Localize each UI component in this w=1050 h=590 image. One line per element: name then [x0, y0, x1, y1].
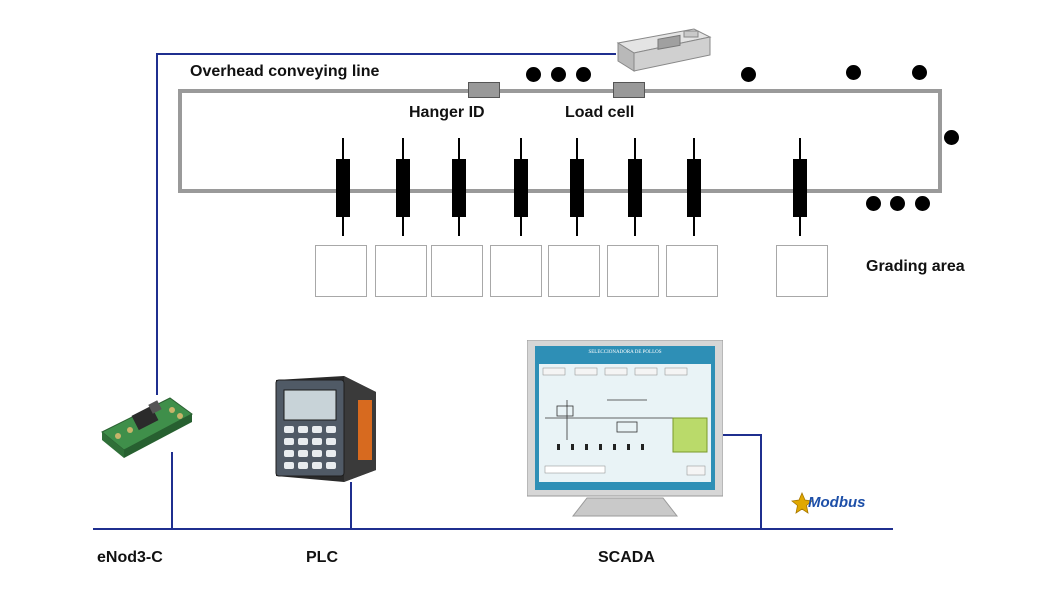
item-dot — [576, 67, 591, 82]
item-dot — [912, 65, 927, 80]
hanger — [793, 159, 807, 217]
item-dot — [526, 67, 541, 82]
grading-bin — [375, 245, 427, 297]
hanger — [396, 159, 410, 217]
overhead-line-label: Overhead conveying line — [190, 63, 380, 80]
hanger — [514, 159, 528, 217]
item-dot — [846, 65, 861, 80]
scada-wire-horizontal — [722, 434, 762, 436]
item-dot — [866, 196, 881, 211]
load-cell-device — [614, 25, 712, 75]
modbus-star-icon — [791, 492, 813, 514]
hanger-id-reader — [468, 82, 500, 98]
load-cell-label: Load cell — [565, 104, 635, 121]
grading-area-label: Grading area — [866, 258, 965, 275]
scada-monitor: SELECCIONADORA DE POLLOS — [526, 339, 724, 520]
scada-bus-wire — [760, 434, 762, 529]
grading-bin — [315, 245, 367, 297]
plc-device — [272, 370, 382, 484]
hanger — [628, 159, 642, 217]
hanger — [570, 159, 584, 217]
item-dot — [890, 196, 905, 211]
hanger — [452, 159, 466, 217]
hanger-id-label: Hanger ID — [409, 104, 485, 121]
item-dot — [944, 130, 959, 145]
load-cell-sensor — [613, 82, 645, 98]
plc-bus-wire — [350, 482, 352, 529]
modbus-text: Modbus — [808, 494, 866, 511]
bus-line — [93, 528, 893, 530]
grading-bin — [490, 245, 542, 297]
scada-label: SCADA — [598, 549, 655, 566]
overhead-conveyor-rail — [178, 89, 942, 193]
enod-top-wire — [156, 53, 616, 55]
enod3c-device — [100, 392, 195, 460]
hanger — [687, 159, 701, 217]
grading-bin — [548, 245, 600, 297]
item-dot — [915, 196, 930, 211]
enod-bus-wire — [171, 452, 173, 529]
plc-label: PLC — [306, 549, 338, 566]
item-dot — [551, 67, 566, 82]
modbus-logo: Modbus — [791, 490, 881, 518]
enod-vertical-wire — [156, 53, 158, 395]
scada-screen-title: SELECCIONADORA DE POLLOS — [588, 350, 662, 355]
item-dot — [741, 67, 756, 82]
enod3c-label: eNod3-C — [97, 549, 163, 566]
grading-bin — [431, 245, 483, 297]
grading-bin — [776, 245, 828, 297]
hanger — [336, 159, 350, 217]
grading-bin — [666, 245, 718, 297]
grading-bin — [607, 245, 659, 297]
